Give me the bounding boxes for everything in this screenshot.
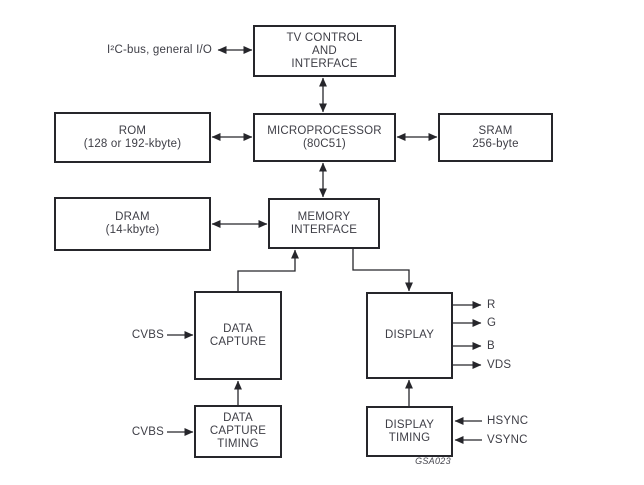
signal-label-r: R [487,299,496,311]
block-label: SRAM [478,124,513,137]
block-label: 256-byte [472,137,519,150]
block-data-capture-timing: DATA CAPTURE TIMING [194,405,282,458]
block-label: DISPLAY [384,418,435,431]
block-label: TIMING [217,438,259,450]
block-label: AND [312,44,337,57]
block-label: CAPTURE [209,425,267,437]
block-data-capture: DATA CAPTURE [194,291,282,380]
block-label: (80C51) [303,137,346,150]
block-label: (14-kbyte) [105,224,160,236]
block-sram: SRAM 256-byte [438,113,553,162]
block-label: DATA [223,322,253,335]
signal-label-vsync: VSYNC [487,434,528,446]
signal-label-b: B [487,340,495,352]
signal-label-i2c-bus: I²C-bus, general I/O [107,44,212,56]
block-label: INTERFACE [291,57,358,70]
arrow-memoryinterface-to-display [352,249,413,292]
block-label: MEMORY [297,210,351,223]
block-label: CAPTURE [209,335,267,348]
signal-label-vds: VDS [487,359,512,371]
block-label: TV CONTROL [286,31,363,44]
block-label: INTERFACE [290,223,358,236]
signal-label-g: G [487,317,497,329]
block-memory-interface: MEMORY INTERFACE [268,198,380,249]
block-rom: ROM (128 or 192-kbyte) [54,112,211,163]
block-label: DISPLAY [384,329,435,341]
block-dram: DRAM (14-kbyte) [54,197,211,251]
figure-code: GSA023 [415,456,451,466]
block-label: DATA [223,412,253,424]
block-label: DRAM [115,211,150,223]
block-label: ROM [118,124,147,137]
block-display: DISPLAY [366,292,453,379]
block-tv-control-interface: TV CONTROL AND INTERFACE [253,25,396,77]
block-label: TIMING [388,431,431,444]
signal-label-hsync: HSYNC [487,415,529,427]
block-label: MICROPROCESSOR [267,124,382,137]
block-label: (128 or 192-kbyte) [83,137,182,150]
signal-label-cvbs-data-capture-timing: CVBS [131,426,164,438]
block-display-timing: DISPLAY TIMING [366,406,453,457]
signal-label-cvbs-data-capture: CVBS [131,329,164,341]
arrow-datacapture-to-memoryinterface [237,249,299,291]
block-microprocessor: MICROPROCESSOR (80C51) [253,113,396,162]
